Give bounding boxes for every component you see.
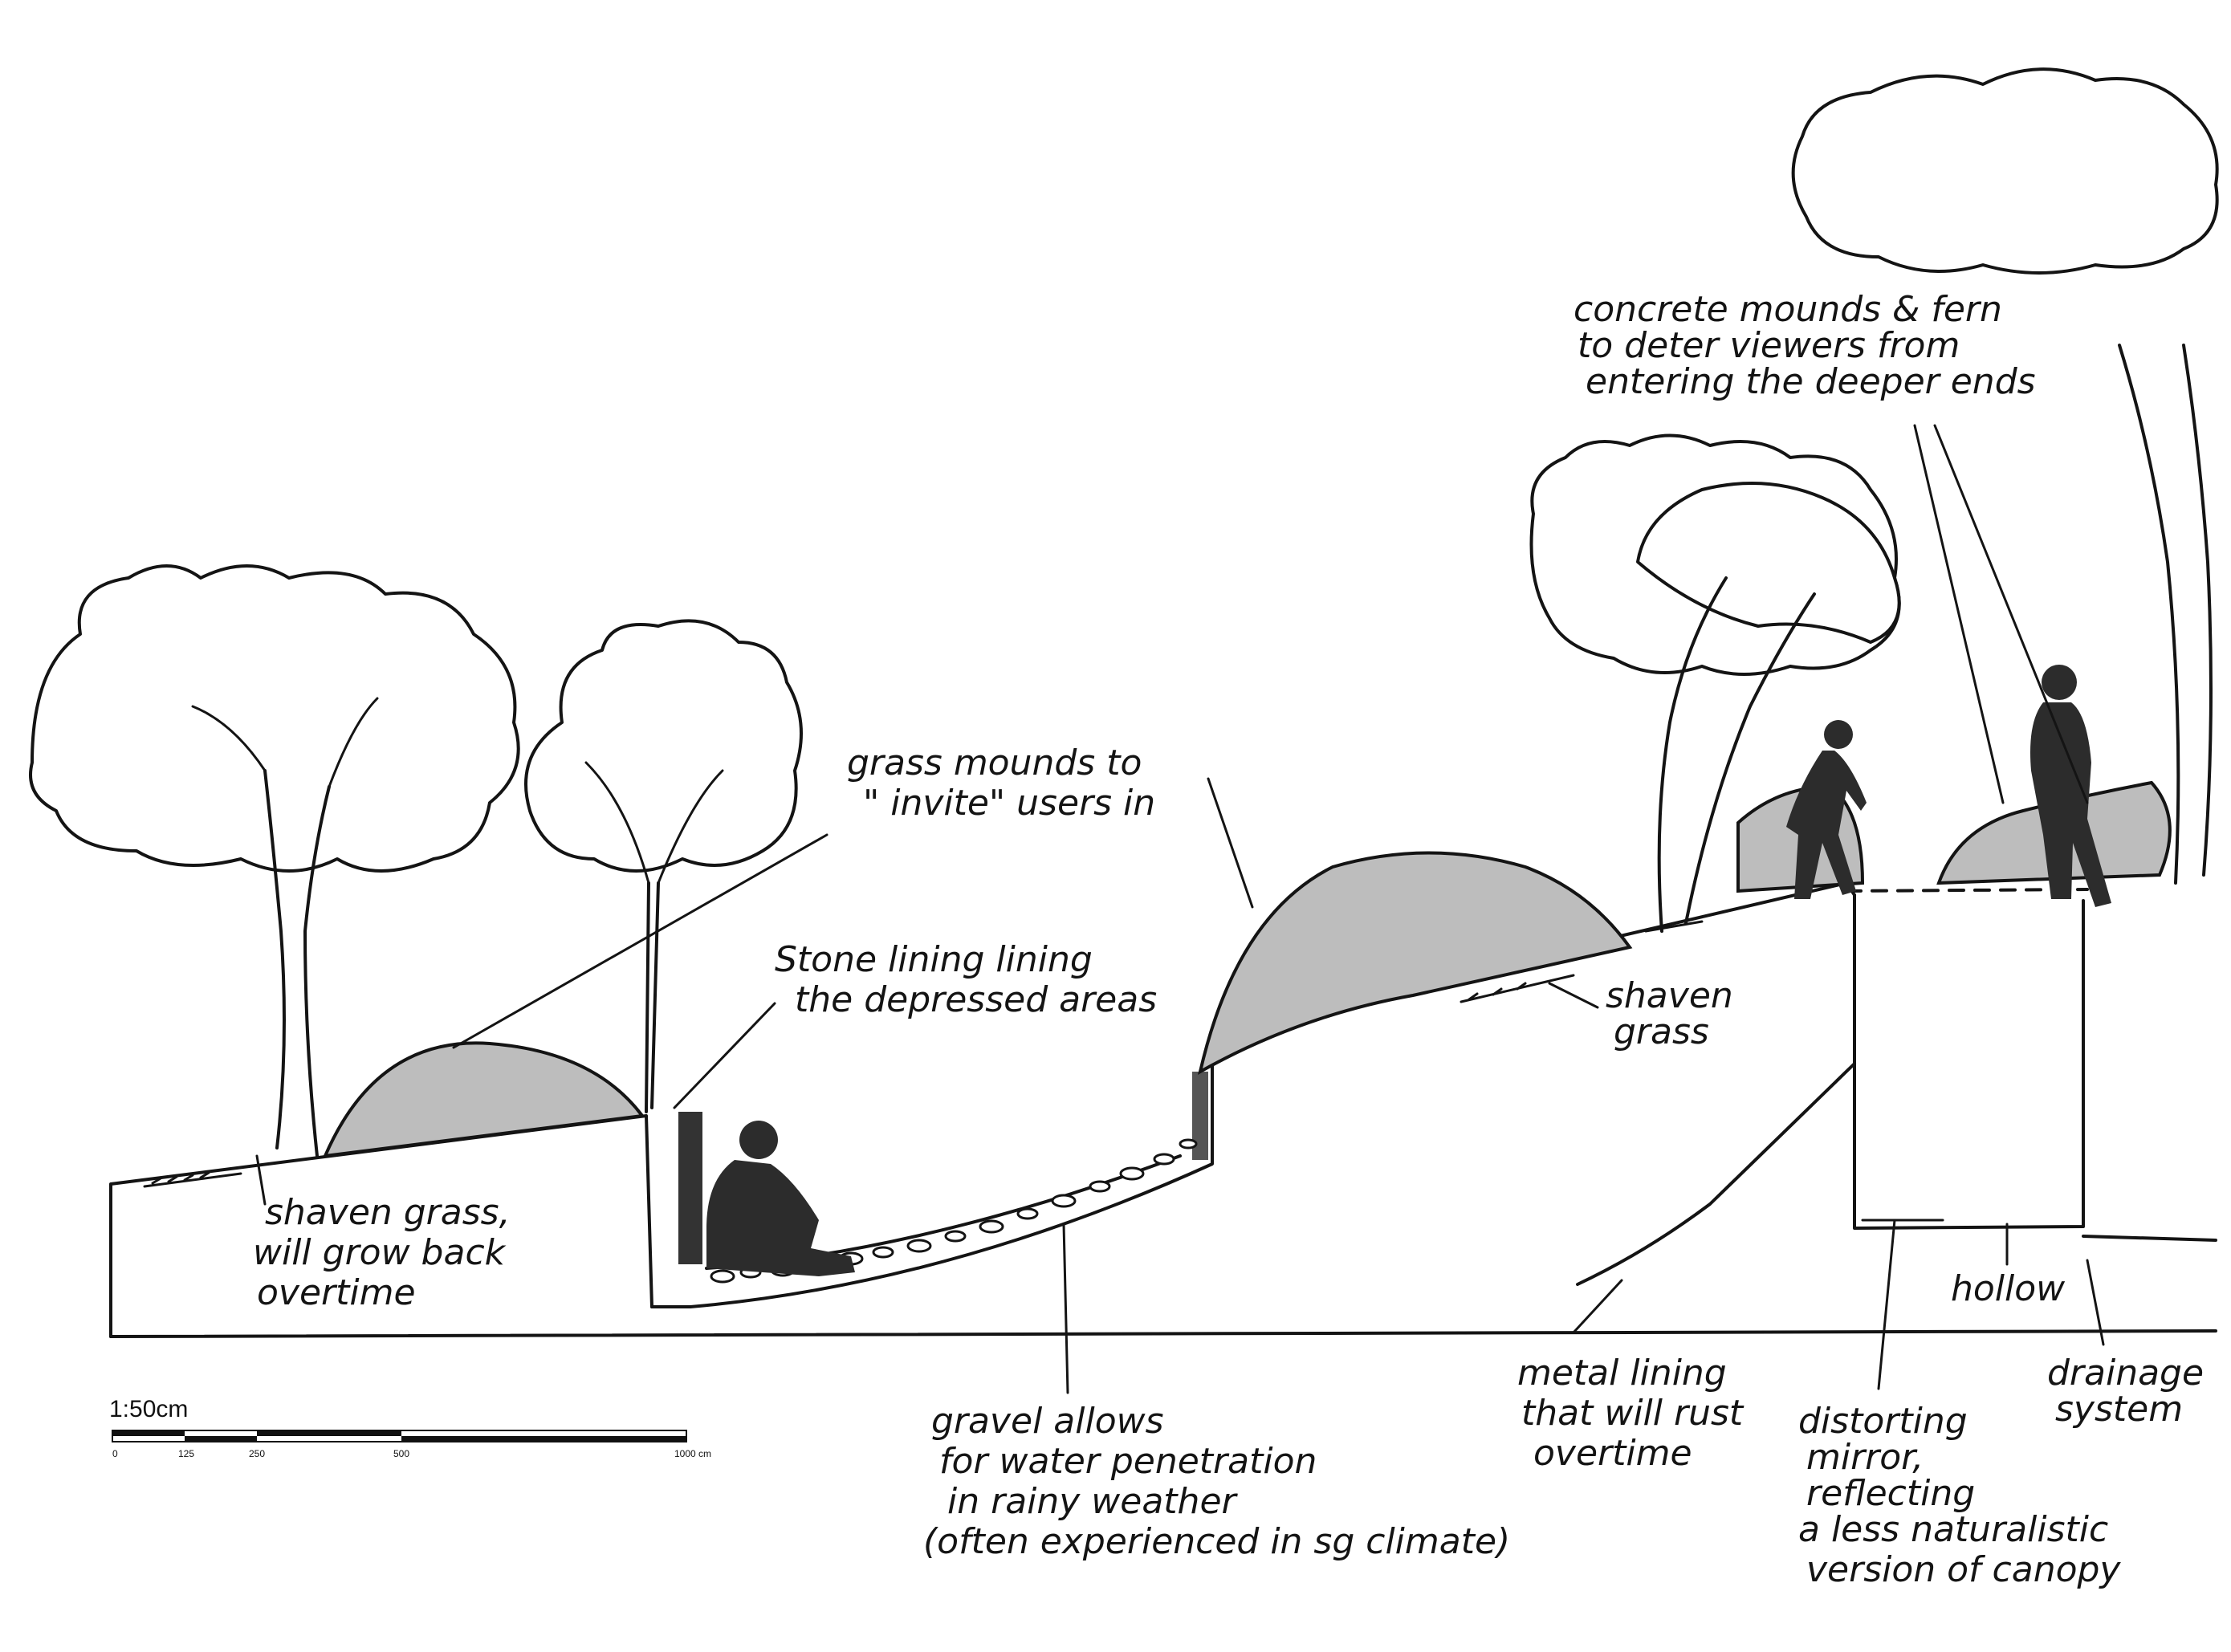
annotation-hollow: hollow [1951, 1268, 2066, 1309]
grass-mound-small [322, 1041, 645, 1158]
svg-text:a less naturalistic: a less naturalistic [1798, 1509, 2108, 1550]
stone-wall-left [678, 1112, 702, 1264]
svg-text:gravel allows: gravel allows [931, 1401, 1164, 1442]
scale-label: 1:50cm [109, 1396, 188, 1422]
svg-text:grass mounds to: grass mounds to [847, 743, 1142, 783]
annotation-stone-lining: Stone lining lining the depressed areas [775, 939, 1157, 1020]
svg-text:entering the deeper ends: entering the deeper ends [1586, 361, 2036, 402]
scale-tick-125: 125 [178, 1448, 194, 1459]
scale-bar: 1:50cm 0 125 250 500 1000 cm [109, 1396, 711, 1459]
tree-mid [524, 619, 803, 1113]
svg-text:mirror,: mirror, [1806, 1437, 1924, 1478]
leader-lines [255, 424, 2105, 1394]
svg-text:the depressed areas: the depressed areas [795, 979, 1157, 1020]
scale-tick-0: 0 [112, 1448, 118, 1459]
person-standing-right [2030, 665, 2111, 907]
tree-left [29, 564, 520, 1158]
annotation-concrete-mounds: concrete mounds & fern to deter viewers … [1574, 289, 2036, 402]
svg-text:" invite" users in: " invite" users in [863, 783, 1155, 824]
scale-tick-250: 250 [249, 1448, 265, 1459]
svg-text:concrete mounds & fern: concrete mounds & fern [1574, 289, 2002, 330]
svg-text:shaven grass,: shaven grass, [265, 1192, 511, 1233]
stone-wall-right [1192, 1072, 1208, 1160]
svg-text:that will rust: that will rust [1521, 1393, 1744, 1434]
ground-section [109, 881, 2217, 1338]
annotation-metal-lining: metal lining that will rust overtime [1517, 1353, 1744, 1474]
svg-text:overtime: overtime [1533, 1433, 1692, 1474]
svg-text:in rainy weather: in rainy weather [947, 1481, 1239, 1522]
annotation-shaven-grass-right: shaven grass [1606, 975, 1733, 1052]
svg-text:shaven: shaven [1606, 975, 1733, 1016]
tree-right-cluster [1529, 433, 1901, 933]
svg-text:reflecting: reflecting [1806, 1473, 1975, 1514]
svg-text:metal lining: metal lining [1517, 1353, 1727, 1394]
annotation-gravel: gravel allows for water penetration in r… [923, 1401, 1510, 1562]
svg-text:version of canopy: version of canopy [1806, 1549, 2121, 1590]
svg-text:overtime: overtime [257, 1272, 416, 1313]
svg-text:grass: grass [1614, 1011, 1709, 1052]
scale-tick-1000: 1000 cm [674, 1448, 711, 1459]
tree-far-right [1791, 67, 2219, 885]
svg-text:distorting: distorting [1798, 1401, 1968, 1442]
annotation-mirror: distorting mirror, reflecting a less nat… [1798, 1401, 2121, 1590]
annotation-grass-mounds: grass mounds to " invite" users in [847, 743, 1155, 824]
person-sitting [706, 1121, 855, 1276]
svg-text:Stone lining lining: Stone lining lining [775, 939, 1093, 980]
svg-text:drainage: drainage [2047, 1353, 2204, 1394]
svg-text:will grow back: will grow back [253, 1232, 507, 1273]
svg-text:system: system [2055, 1389, 2183, 1430]
svg-text:(often experienced in sg clima: (often experienced in sg climate) [923, 1521, 1510, 1562]
annotation-shaven-grass-left: shaven grass, will grow back overtime [253, 1192, 511, 1313]
person-standing-center [1786, 720, 1867, 899]
annotation-drainage: drainage system [2047, 1353, 2204, 1430]
svg-text:to deter viewers from: to deter viewers from [1578, 325, 1960, 366]
grass-mound-large [1198, 851, 1633, 1075]
svg-text:for water penetration: for water penetration [939, 1441, 1317, 1482]
scale-tick-500: 500 [393, 1448, 409, 1459]
